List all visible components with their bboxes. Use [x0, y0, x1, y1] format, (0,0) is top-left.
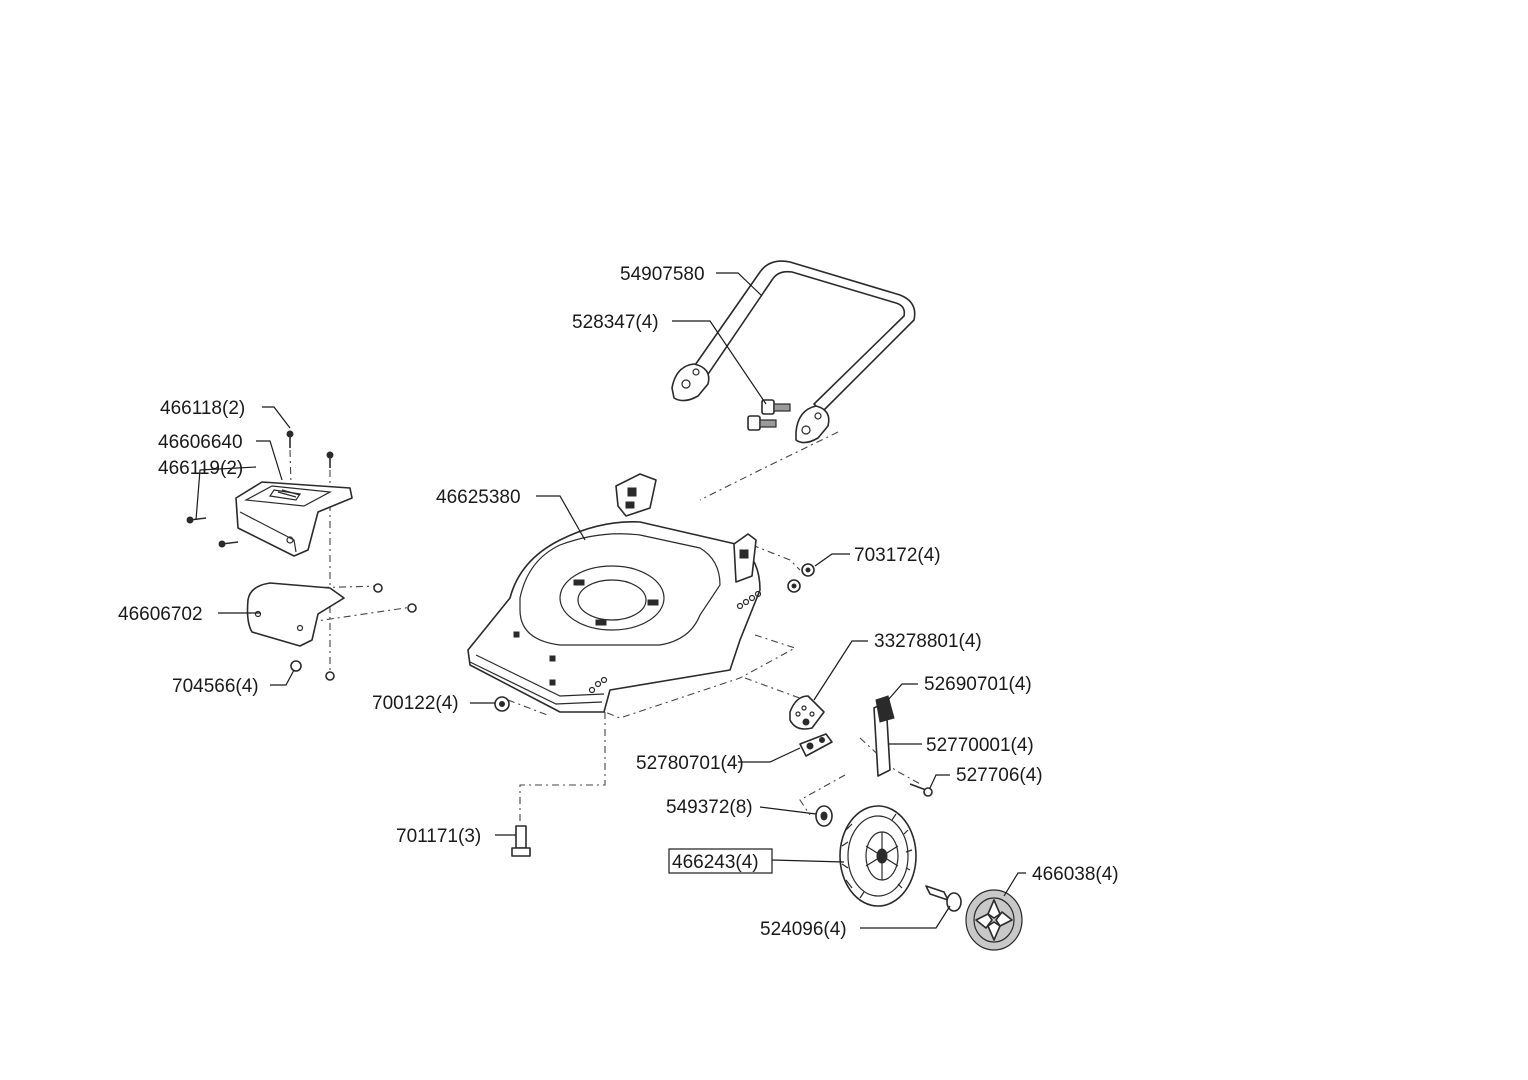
part-labels: 54907580 528347(4) 466118(2) 46606640 46…: [118, 264, 1119, 940]
label-nut-front: 700122(4): [372, 693, 459, 714]
label-wheel-box: [668, 848, 773, 874]
label-handle: 54907580: [620, 264, 705, 285]
wheel-part: [839, 805, 917, 907]
label-nut-flap: 704566(4): [172, 676, 259, 697]
label-lever: 52770001(4): [926, 735, 1034, 756]
label-bracket: 52780701(4): [636, 753, 744, 774]
flap-part: [246, 582, 345, 647]
label-bearing: 549372(8): [666, 797, 753, 818]
label-hubcap: 466038(4): [1032, 864, 1119, 885]
front-bolt: [511, 825, 531, 857]
handle-bolts: [747, 399, 791, 431]
label-deck: 46625380: [436, 487, 521, 508]
label-screw-lever: 527706(4): [956, 765, 1043, 786]
label-rear-cover: 46606640: [158, 432, 243, 453]
deck-nuts: [494, 563, 815, 712]
label-axle-bolt: 524096(4): [760, 919, 847, 940]
label-bolt-front: 701171(3): [396, 826, 481, 847]
label-lever-knob: 52690701(4): [924, 674, 1032, 695]
handle-part: [671, 260, 916, 444]
leader-lines: [195, 272, 1026, 929]
hubcap-part: [965, 889, 1023, 951]
flap-nuts: [290, 583, 417, 681]
bearing-part: [815, 805, 833, 827]
height-adjust-parts: [789, 695, 933, 797]
label-nut-handle: 703172(4): [854, 545, 941, 566]
label-handle-bolt: 528347(4): [572, 312, 659, 333]
deck-part: [467, 473, 762, 713]
label-wheel: 466243(4): [672, 852, 759, 873]
screws-cover: [186, 430, 334, 548]
label-height-plate: 33278801(4): [874, 631, 982, 652]
axle-bolt-part: [925, 885, 962, 912]
label-screw-side: 466119(2): [158, 458, 243, 479]
label-flap: 46606702: [118, 604, 203, 625]
label-screw-top: 466118(2): [160, 398, 245, 419]
rear-cover-part: [235, 481, 353, 557]
